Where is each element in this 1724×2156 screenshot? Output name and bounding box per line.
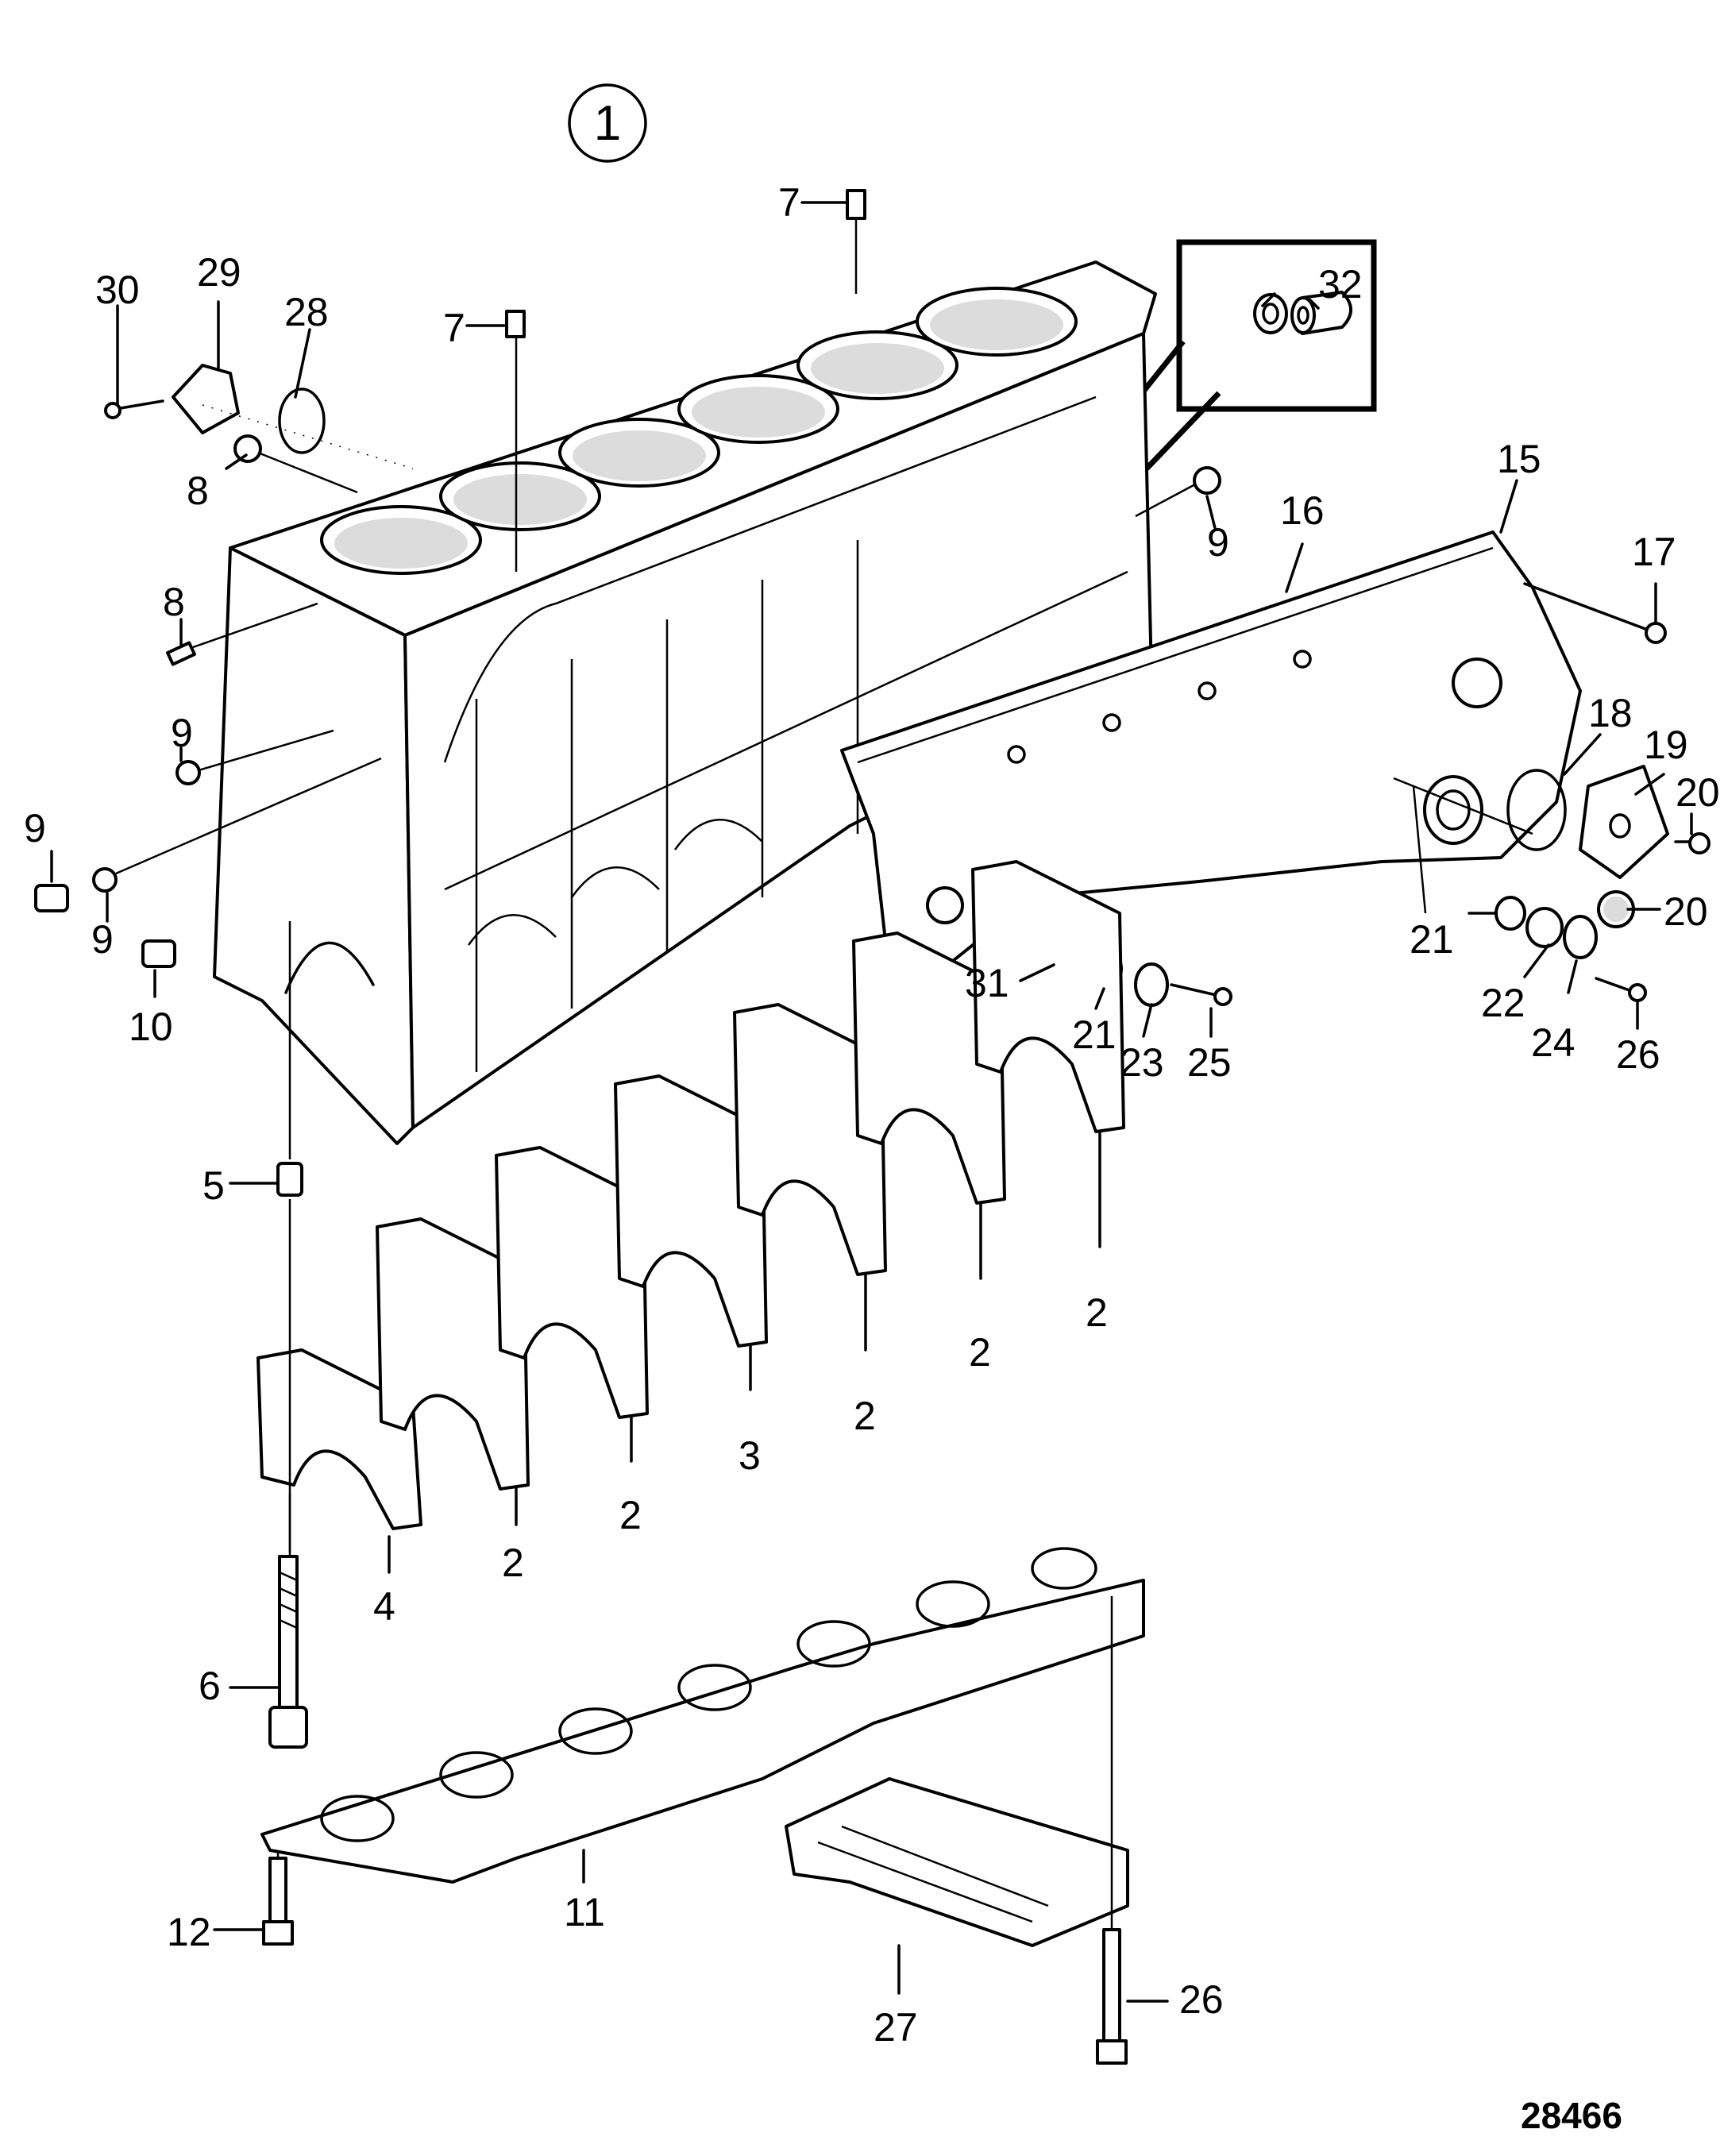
callout-28: 29 <box>197 250 241 295</box>
callout-11: 11 <box>564 1890 605 1934</box>
callout-2: 2 <box>854 1394 876 1438</box>
callout-4: 4 <box>373 1584 395 1629</box>
callout-10: 9 <box>24 806 46 850</box>
callout-27: 28 <box>284 290 329 334</box>
support-bridge <box>785 1777 1129 1947</box>
callout-19: 20 <box>1676 770 1720 815</box>
callout-2: 2 <box>1086 1290 1108 1335</box>
callout-21: 22 <box>1481 981 1525 1025</box>
callout-26: 26 <box>1179 1977 1224 2022</box>
callout-9: 8 <box>187 469 209 513</box>
callout-17: 19 <box>1644 723 1688 767</box>
callout-9: 9 <box>171 711 193 755</box>
callout-18: 20 <box>1664 889 1708 934</box>
callout-7: 7 <box>778 180 800 225</box>
callout-12: 12 <box>167 1910 211 1954</box>
callout-20: 21 <box>1410 917 1454 962</box>
callout-3: 3 <box>739 1433 761 1478</box>
callout-20: 21 <box>1072 1012 1117 1057</box>
figure-reference-marker: 1 <box>568 83 647 163</box>
bedplate-frame <box>260 1547 1145 1884</box>
callout-10: 10 <box>129 1005 173 1049</box>
callout-8: 8 <box>163 580 185 624</box>
leader-lines <box>50 201 1693 2003</box>
callout-25: 27 <box>874 2005 918 2050</box>
callout-2: 2 <box>969 1330 991 1375</box>
callout-29: 30 <box>95 268 140 312</box>
figure-number: 28466 <box>1521 2095 1622 2136</box>
callout-30: 31 <box>965 961 1009 1005</box>
callout-2: 2 <box>502 1541 524 1585</box>
callout-labels: 7 7 30 29 28 8 9 16 15 17 18 19 20 20 21… <box>24 180 1720 2136</box>
callout-13: 15 <box>1497 437 1541 481</box>
callout-22: 24 <box>1531 1020 1576 1065</box>
callout-2: 2 <box>619 1493 642 1537</box>
callout-9: 9 <box>1207 520 1229 565</box>
callout-24: 26 <box>1616 1032 1660 1077</box>
callout-23: 25 <box>1187 1040 1232 1085</box>
callout-6: 6 <box>199 1664 221 1708</box>
callout-9: 9 <box>91 917 114 962</box>
callout-5: 5 <box>202 1163 225 1208</box>
callout-7: 7 <box>443 306 465 350</box>
callout-31: 32 <box>1318 262 1363 307</box>
callout-21: 23 <box>1120 1040 1164 1085</box>
main-bearing-caps <box>256 860 1125 1530</box>
cylinder-block <box>213 260 1157 1145</box>
figure-reference-number: 1 <box>594 96 621 151</box>
callout-14: 16 <box>1280 488 1325 533</box>
callout-16: 18 <box>1588 691 1633 735</box>
callout-15: 17 <box>1632 530 1676 574</box>
